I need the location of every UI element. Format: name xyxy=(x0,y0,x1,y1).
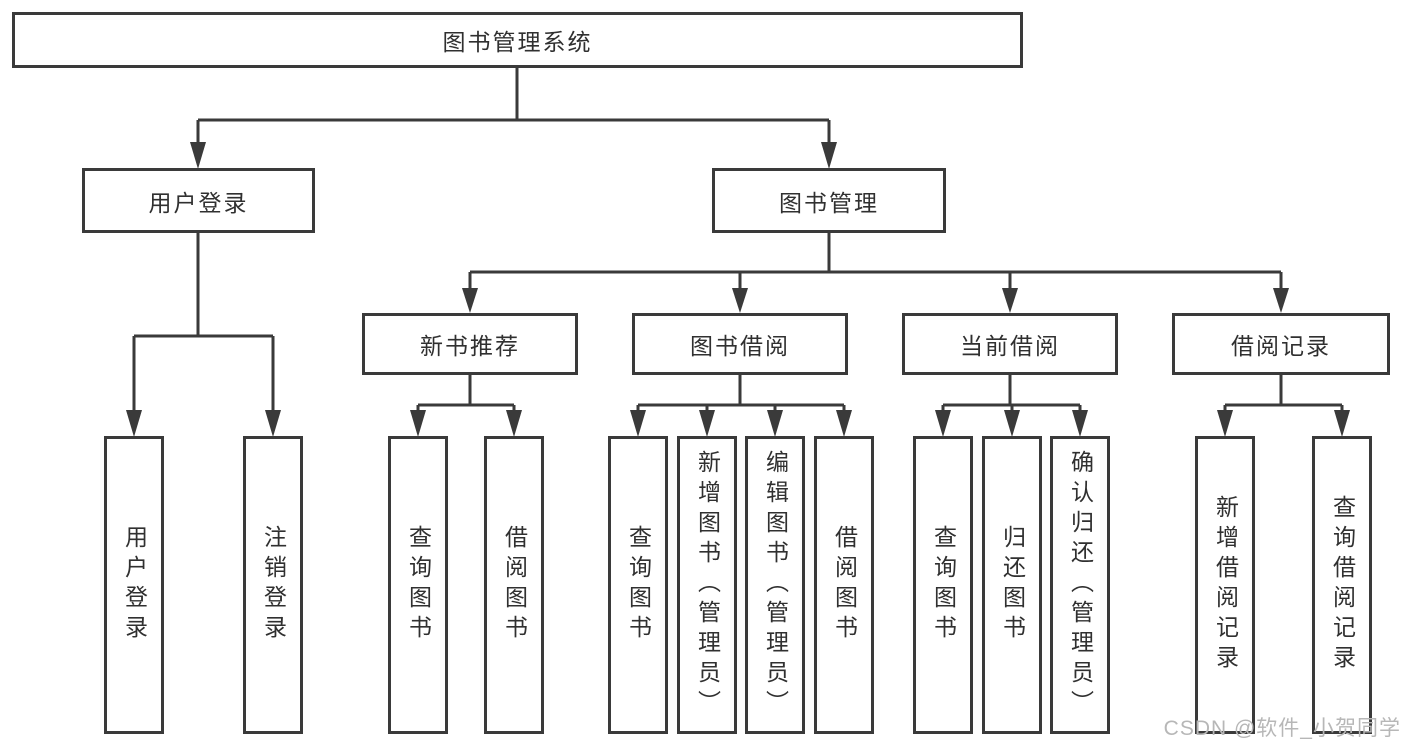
node-label: 新书推荐 xyxy=(420,333,520,359)
node-label: 图书管理系统 xyxy=(442,29,593,55)
node-label: 图书借阅 xyxy=(690,333,790,359)
node-label: 查询图书 xyxy=(930,525,957,645)
leaf-query-borrow-record: 查询借阅记录 xyxy=(1312,436,1372,734)
node-label: 借阅记录 xyxy=(1231,333,1331,359)
leaf-query-books-borrow: 查询图书 xyxy=(608,436,668,734)
leaf-query-books-current: 查询图书 xyxy=(913,436,973,734)
node-current-borrow: 当前借阅 xyxy=(902,313,1118,375)
leaf-borrow-books: 借阅图书 xyxy=(814,436,874,734)
node-user-login: 用户登录 xyxy=(82,168,315,233)
node-label: 查询图书 xyxy=(625,525,652,645)
node-label: 用户登录 xyxy=(121,525,148,645)
node-label: 确认归还（管理员） xyxy=(1067,450,1094,720)
node-label: 用户登录 xyxy=(148,189,249,216)
node-label: 归还图书 xyxy=(999,525,1026,645)
node-label: 注销登录 xyxy=(260,525,287,645)
node-label: 新增借阅记录 xyxy=(1212,495,1239,675)
watermark: CSDN @软件_小贺同学 xyxy=(1163,717,1401,740)
node-label: 借阅图书 xyxy=(501,525,528,645)
leaf-return-books: 归还图书 xyxy=(982,436,1042,734)
node-label: 编辑图书（管理员） xyxy=(762,450,789,720)
node-new-book-recommend: 新书推荐 xyxy=(362,313,578,375)
leaf-user-login: 用户登录 xyxy=(104,436,164,734)
node-label: 图书管理 xyxy=(779,189,879,216)
leaf-logout: 注销登录 xyxy=(243,436,303,734)
node-book-borrow: 图书借阅 xyxy=(632,313,848,375)
leaf-borrow-books-recommend: 借阅图书 xyxy=(484,436,544,734)
leaf-add-books-admin: 新增图书（管理员） xyxy=(677,436,737,734)
leaf-query-books-recommend: 查询图书 xyxy=(388,436,448,734)
leaf-confirm-return-admin: 确认归还（管理员） xyxy=(1050,436,1110,734)
node-library-system: 图书管理系统 xyxy=(12,12,1023,68)
node-label: 新增图书（管理员） xyxy=(694,450,721,720)
node-label: 查询借阅记录 xyxy=(1329,495,1356,675)
node-borrow-records: 借阅记录 xyxy=(1172,313,1390,375)
node-book-management: 图书管理 xyxy=(712,168,946,233)
leaf-edit-books-admin: 编辑图书（管理员） xyxy=(745,436,805,734)
node-label: 借阅图书 xyxy=(831,525,858,645)
node-label: 查询图书 xyxy=(405,525,432,645)
node-label: 当前借阅 xyxy=(960,333,1060,359)
leaf-add-borrow-record: 新增借阅记录 xyxy=(1195,436,1255,734)
